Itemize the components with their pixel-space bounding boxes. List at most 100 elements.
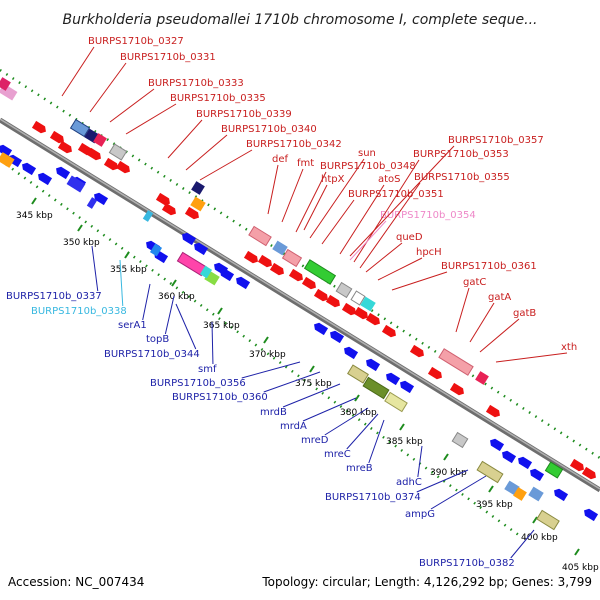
gene-label: BURPS1710b_0338 bbox=[31, 306, 127, 317]
scale-label: 380 kbp bbox=[340, 408, 377, 418]
scale-label: 375 kbp bbox=[295, 379, 332, 389]
reverse-gene-arrow bbox=[490, 438, 505, 452]
gene-label-leader bbox=[349, 145, 455, 257]
gene-label: BURPS1710b_0331 bbox=[120, 52, 216, 63]
scale-tick bbox=[488, 485, 494, 493]
feature-block bbox=[66, 175, 86, 193]
gene-label: htpX bbox=[321, 174, 345, 185]
gene-label-leader bbox=[125, 103, 177, 135]
gene-label-leader bbox=[309, 158, 365, 239]
gene-label: BURPS1710b_0357 bbox=[448, 135, 544, 146]
forward-gene-arrow bbox=[269, 262, 284, 276]
forward-gene-arrow bbox=[57, 140, 72, 154]
scale-label: 345 kbp bbox=[16, 211, 53, 221]
gene-label: BURPS1710b_0356 bbox=[150, 378, 246, 389]
gene-label: BURPS1710b_0335 bbox=[170, 93, 266, 104]
scale-label: 400 kbp bbox=[521, 533, 558, 543]
gene-label-leader bbox=[469, 302, 495, 343]
forward-gene-arrow bbox=[365, 312, 380, 326]
scale-tick bbox=[171, 279, 177, 287]
gene-label-leader bbox=[282, 383, 341, 408]
forward-gene-arrow bbox=[341, 302, 356, 316]
gene-label-leader bbox=[263, 371, 321, 393]
gene-label: gatA bbox=[488, 292, 511, 303]
gene-label-leader bbox=[142, 283, 151, 321]
gene-label: mreB bbox=[346, 463, 373, 474]
gene-label: BURPS1710b_0351 bbox=[348, 189, 444, 200]
gene-label-leader bbox=[368, 419, 385, 464]
gene-label: BURPS1710b_0354 bbox=[380, 210, 476, 221]
forward-gene-arrow bbox=[31, 120, 46, 134]
gene-label-leader bbox=[167, 119, 203, 159]
gene-label: BURPS1710b_0348 bbox=[320, 161, 416, 172]
feature-block bbox=[86, 197, 98, 209]
gene-label: queD bbox=[396, 232, 423, 243]
gene-label: BURPS1710b_0340 bbox=[221, 124, 317, 135]
reverse-gene-arrow bbox=[584, 508, 599, 522]
feature-block bbox=[475, 371, 489, 385]
feature-block bbox=[281, 248, 303, 268]
scale-tick bbox=[217, 307, 223, 315]
gene-label-leader bbox=[510, 529, 535, 559]
forward-gene-arrow bbox=[409, 344, 424, 358]
reverse-gene-arrow bbox=[0, 144, 13, 158]
reverse-gene-arrow bbox=[554, 488, 569, 502]
feature-block bbox=[303, 259, 337, 285]
forward-gene-arrow bbox=[569, 458, 584, 472]
gene-label: mrdB bbox=[260, 407, 287, 418]
feature-block bbox=[536, 509, 560, 531]
gene-label: BURPS1710b_0339 bbox=[196, 109, 292, 120]
feature-block bbox=[476, 460, 504, 484]
forward-gene-arrow bbox=[257, 254, 272, 268]
gene-label-leader bbox=[391, 271, 448, 291]
feature-block bbox=[438, 348, 474, 376]
gene-label: BURPS1710b_0360 bbox=[172, 392, 268, 403]
reverse-gene-arrow bbox=[518, 456, 533, 470]
chromosome-backbone bbox=[0, 117, 600, 493]
reverse-gene-arrow bbox=[56, 166, 71, 180]
gene-label-leader bbox=[241, 361, 301, 379]
feature-block bbox=[199, 265, 213, 279]
feature-block bbox=[191, 181, 205, 195]
reverse-gene-arrow bbox=[38, 172, 53, 186]
feature-block bbox=[272, 240, 288, 256]
scale-tick bbox=[124, 251, 130, 259]
reverse-gene-arrow bbox=[22, 162, 37, 176]
feature-block bbox=[347, 364, 369, 384]
feature-block bbox=[142, 210, 154, 222]
forward-gene-arrow bbox=[449, 382, 464, 396]
scale-tick bbox=[31, 197, 37, 205]
forward-gene-arrow bbox=[427, 366, 442, 380]
forward-gene-arrow bbox=[86, 147, 101, 161]
scale-tick bbox=[354, 394, 360, 402]
reverse-gene-arrow bbox=[94, 192, 109, 206]
gene-label-leader bbox=[109, 88, 155, 123]
forward-gene-arrow bbox=[581, 466, 596, 480]
gene-label: sun bbox=[358, 148, 376, 159]
scale-tick bbox=[532, 516, 538, 524]
gene-label-leader bbox=[91, 245, 99, 292]
scale-label: 350 kbp bbox=[63, 238, 100, 248]
scale-tick bbox=[309, 365, 315, 373]
gene-label-leader bbox=[199, 149, 253, 181]
feature-block bbox=[69, 118, 91, 138]
scale-tick bbox=[443, 453, 449, 461]
forward-gene-arrow bbox=[381, 324, 396, 338]
gene-label-leader bbox=[353, 159, 420, 263]
forward-gene-arrow bbox=[184, 206, 199, 220]
gene-label-leader bbox=[185, 134, 228, 171]
gene-label-leader bbox=[164, 295, 175, 335]
gene-label-leader bbox=[302, 397, 357, 422]
forward-gene-arrow bbox=[115, 160, 130, 174]
reverse-gene-arrow bbox=[344, 346, 359, 360]
gene-label: smf bbox=[198, 364, 217, 375]
gene-label: hpcH bbox=[416, 247, 442, 258]
gene-features bbox=[0, 77, 599, 531]
reverse-gene-arrow bbox=[194, 242, 209, 256]
gene-label-leader bbox=[346, 413, 379, 450]
forward-gene-arrow bbox=[325, 294, 340, 308]
reverse-gene-arrow bbox=[236, 276, 251, 290]
gene-label: ampG bbox=[405, 509, 435, 520]
gene-label-leader bbox=[211, 321, 214, 365]
